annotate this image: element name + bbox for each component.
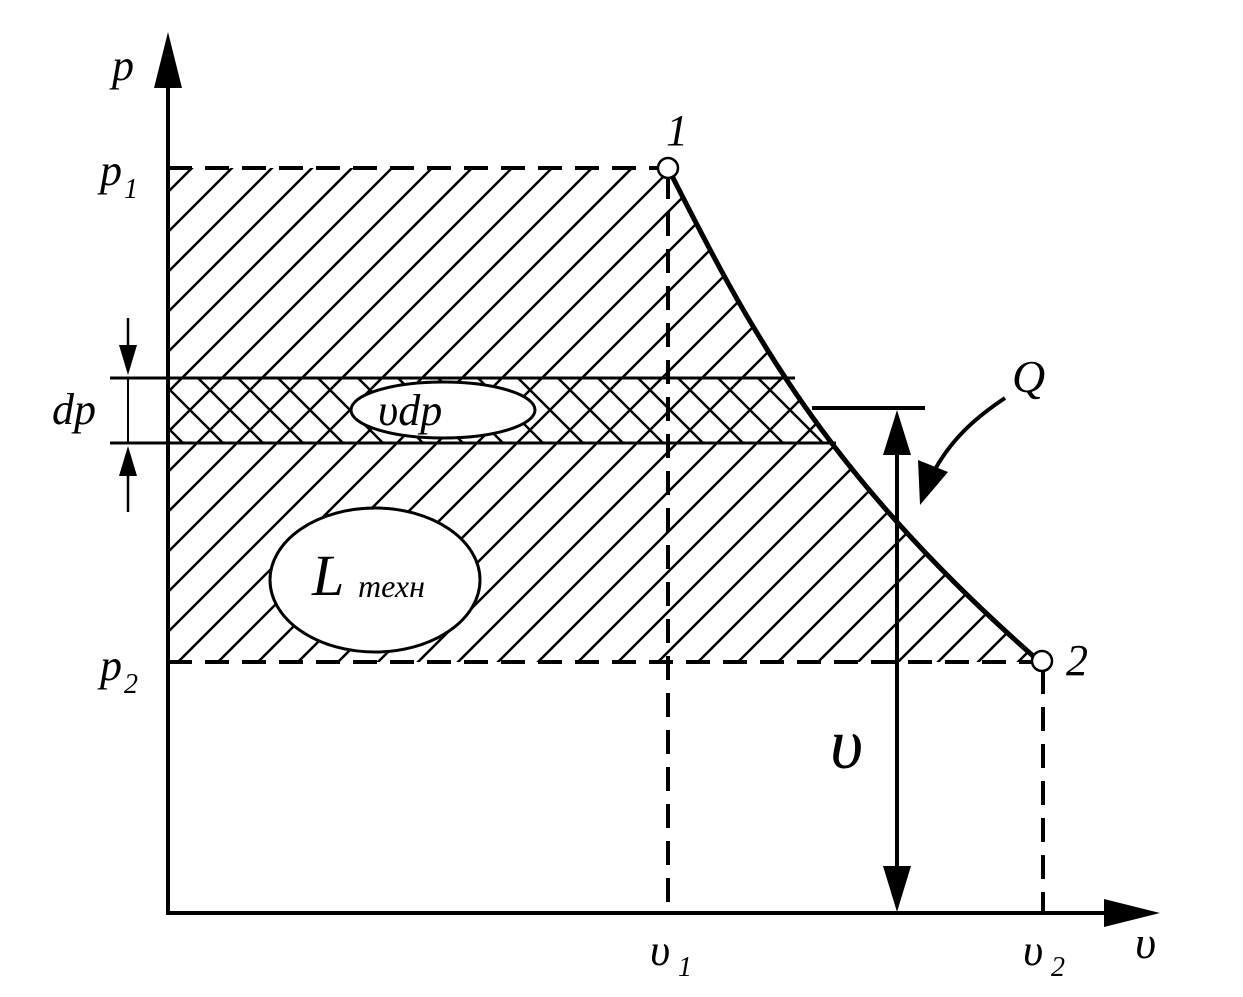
hatch-line [899,168,1040,662]
dp-label: dp [52,385,96,434]
dp-band-crosshatch [0,300,1243,500]
hatch-line [779,168,1040,662]
volume-dimension [812,406,925,912]
crosshatch-line [479,378,681,443]
dp-dimension [110,318,836,512]
axes [154,32,1160,927]
hatch-line [1019,168,1040,662]
crosshatch-line [559,378,761,443]
dashed-guides [168,166,1045,913]
crosshatch-line [639,378,841,443]
crosshatch-line [239,378,441,443]
state-point-1 [656,156,680,180]
hatch-line [939,168,1040,662]
hatch-line [1180,0,1243,700]
process-curve-1-2 [665,166,1042,664]
hatch-line [619,168,1040,662]
crosshatch-line [199,378,401,443]
technical-work-label: L [311,543,344,608]
hatch-line [379,168,1040,662]
hatch-line [859,168,1040,662]
hatch-line [168,168,761,662]
crosshatch-line [439,378,641,443]
hatch-line [0,0,160,700]
hatch-line [1060,0,1243,700]
hatch-line [699,168,1040,662]
vdp-label: υdp [378,386,442,435]
v1-subscript: 1 [678,952,692,983]
v1-label: υ [650,926,670,975]
hatch-line [168,168,681,662]
hatch-line [168,168,561,662]
v-axis-arrow-icon [1104,899,1160,927]
point-1-label: 1 [666,106,688,155]
hatch-line [459,168,1040,662]
crosshatch-line [880,300,1080,500]
crosshatch-line [168,378,281,443]
crosshatch-line [1080,300,1243,500]
hatch-line [579,168,1040,662]
technical-work-hatch [0,0,1243,700]
heat-pointer-arrow-icon [918,460,948,505]
hatch-line [659,168,1040,662]
volume-arrow-down-icon [883,866,911,912]
hatch-line [1140,0,1243,700]
crosshatch-line [679,378,868,443]
hatch-line [168,168,801,662]
hatch-line [168,168,281,662]
p-axis-label: p [109,41,134,90]
v2-label: υ [1023,926,1043,975]
hatch-line [739,168,1040,662]
v2-subscript: 2 [1051,952,1065,983]
hatch-line [979,168,1040,662]
crosshatch-line [168,378,361,443]
crosshatch-line [599,378,801,443]
crosshatch-line [168,378,321,443]
state-point-2 [1030,649,1054,673]
p1-label-main: p [97,146,122,195]
p2-label: p [97,641,122,690]
dp-bottom-arrow-icon [119,446,137,476]
p1-subscript: 1 [124,174,138,205]
hatch-line [168,168,841,662]
p2-subscript: 2 [124,669,138,700]
crosshatch-line [1040,300,1240,500]
volume-arrow-up-icon [883,410,911,455]
hatch-line [0,0,80,700]
crosshatch-line [519,378,721,443]
hatch-line [539,168,1040,662]
hatch-line [0,0,40,700]
p-axis-arrow-icon [154,32,182,88]
p1-label: p [97,146,122,195]
crosshatch-line [960,300,1160,500]
hatch-line [168,168,721,662]
volume-span-label: υ [830,704,863,784]
technical-work-ellipse [268,506,482,654]
heat-pointer-curve [930,396,1007,476]
crosshatch-line [0,300,40,500]
dp-top-arrow-icon [119,345,137,375]
v-axis-label: υ [1135,917,1156,968]
hatch-line [819,168,1040,662]
technical-work-subscript: техн [358,568,425,604]
hatch-line [0,0,120,700]
heat-label: Q [1012,351,1045,402]
point-2-label: 2 [1066,636,1088,685]
heat-pointer [918,396,1007,505]
hatch-line [1100,0,1243,700]
hatch-line [168,168,641,662]
vdp-ellipse [349,380,537,440]
hatch-line [499,168,1040,662]
crosshatch-line [799,378,868,443]
hatch-line [168,168,601,662]
